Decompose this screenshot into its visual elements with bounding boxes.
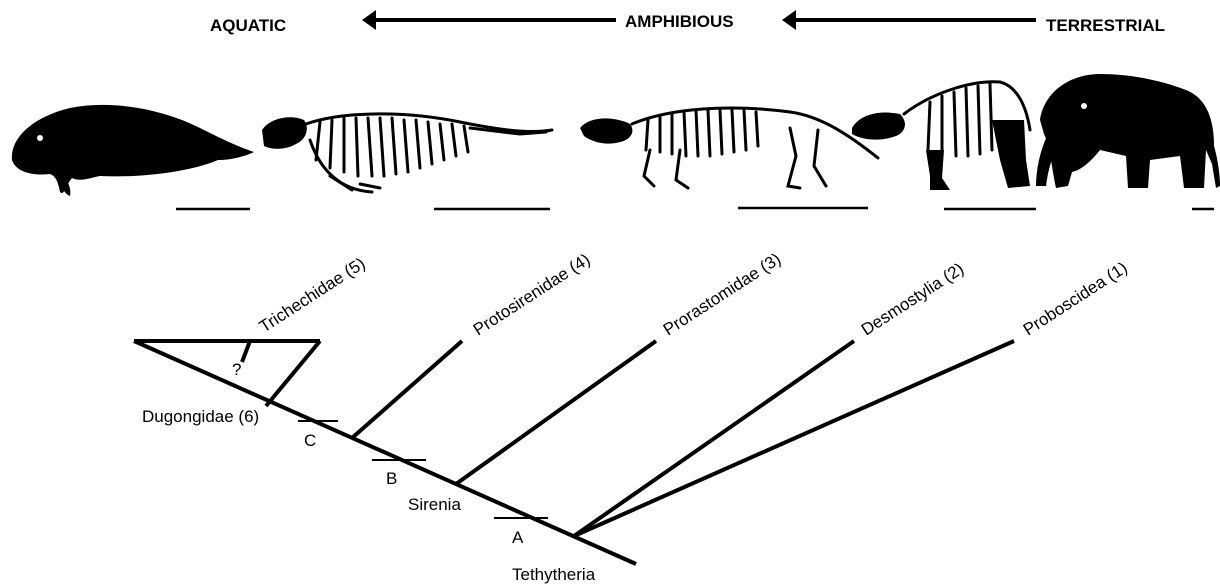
uncertain-branch [242, 341, 250, 362]
label-tethytheria: Tethytheria [512, 565, 596, 584]
header-terrestrial: TERRESTRIAL [1046, 16, 1165, 35]
label-sirenia: Sirenia [408, 495, 461, 514]
main-stem [134, 341, 636, 564]
label-desmostylia: Desmostylia (2) [858, 259, 967, 339]
header-aquatic: AQUATIC [210, 16, 286, 35]
label-node-c: C [304, 431, 316, 450]
desmostylian-skeleton-icon [852, 82, 1030, 190]
protosirenidae-branch [352, 341, 462, 438]
label-dugongidae: Dugongidae (6) [142, 407, 259, 426]
trichechid-branch [266, 341, 320, 406]
label-proboscidea: Proboscidea (1) [1020, 258, 1131, 339]
prorastomid-skeleton-icon [580, 108, 878, 188]
label-node-a: A [512, 528, 524, 547]
protosirenid-skeleton-icon [262, 114, 552, 192]
manatee-silhouette-icon [12, 105, 254, 196]
proboscidea-branch [574, 341, 1014, 536]
label-trichechidae: Trichechidae (5) [256, 254, 369, 336]
header-amphibious: AMPHIBIOUS [625, 12, 734, 31]
cladogram [134, 341, 1014, 564]
arrow-terrestrial-to-amphibious [782, 10, 1036, 30]
arrow-amphibious-to-aquatic [362, 10, 616, 30]
label-uncertain: ? [232, 360, 241, 379]
label-prorastomidae: Prorastomidae (3) [660, 249, 784, 339]
label-node-b: B [386, 469, 397, 488]
prorastomidae-branch [456, 341, 656, 484]
elephant-silhouette-icon [1036, 74, 1220, 188]
label-protosirenidae: Protosirenidae (4) [470, 250, 594, 340]
